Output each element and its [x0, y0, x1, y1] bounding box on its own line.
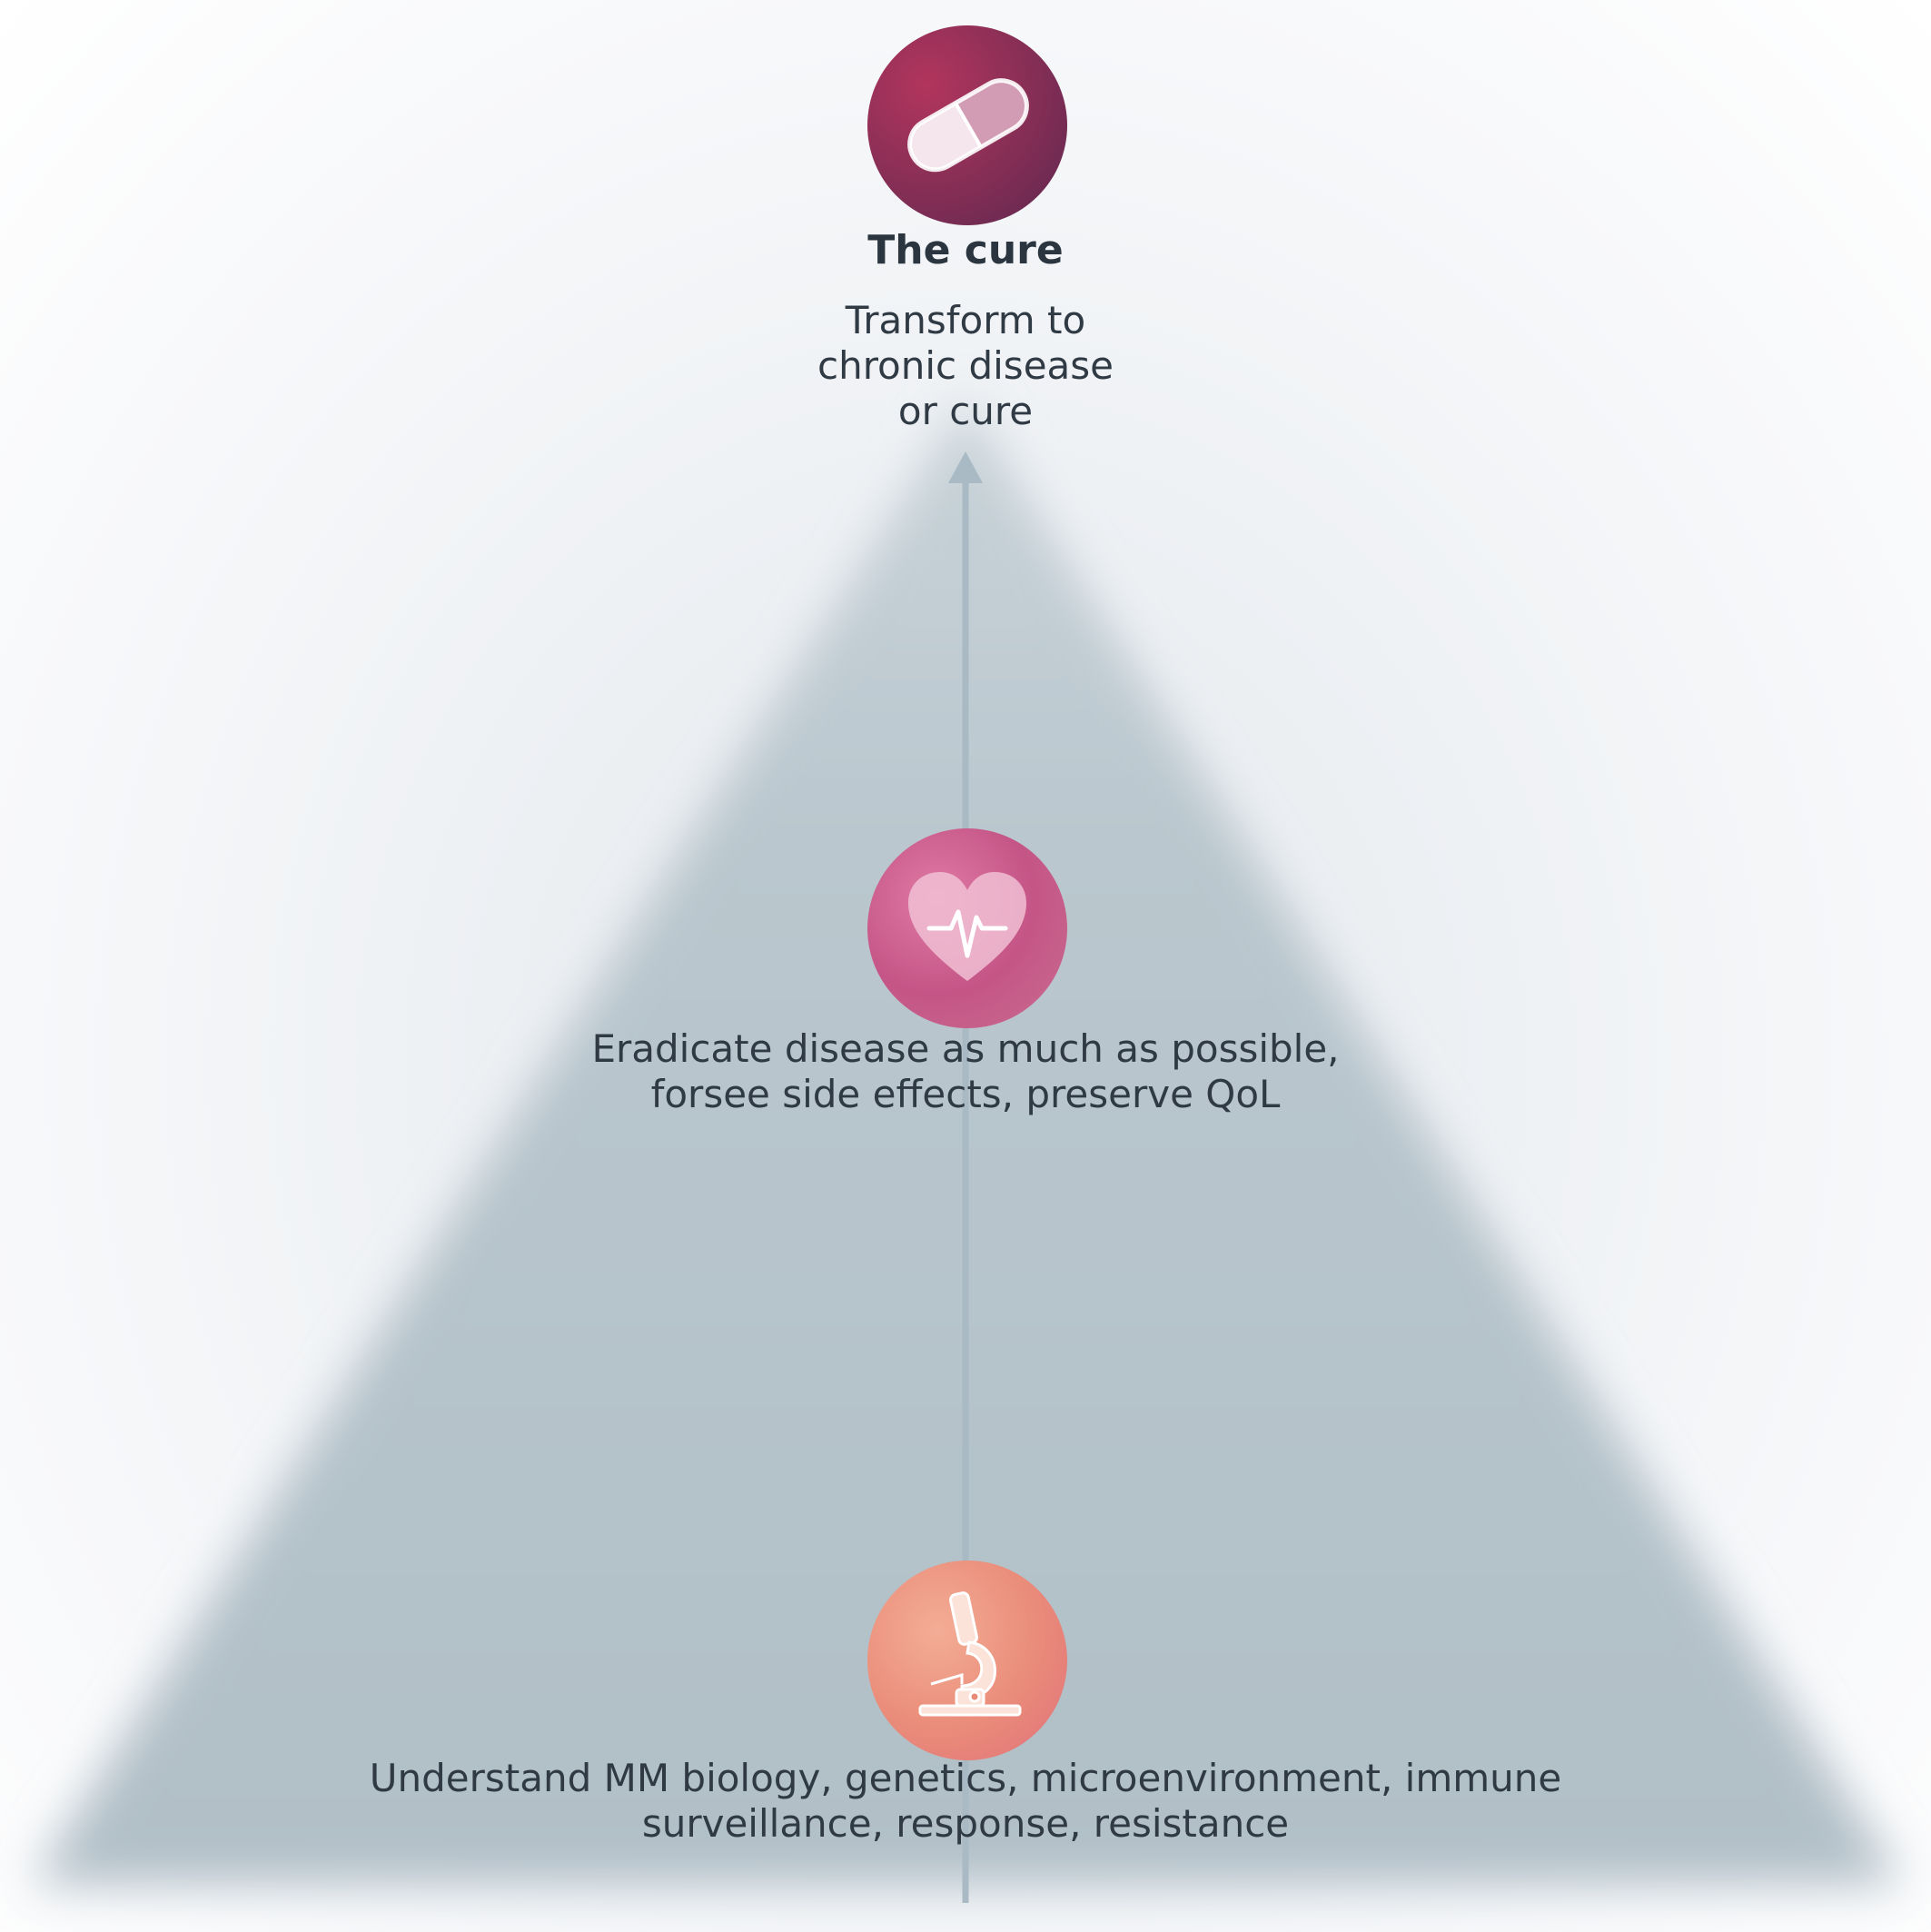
middle-description: Eradicate disease as much as possible, f… [0, 1026, 1931, 1117]
bottom-description: Understand MM biology, genetics, microen… [0, 1756, 1931, 1847]
capsule-icon [867, 25, 1067, 225]
top-description: Transform to chronic disease or cure [0, 298, 1931, 434]
progress-arrow-head [948, 451, 983, 483]
top-description-line: or cure [897, 389, 1034, 433]
middle-description-line: Eradicate disease as much as possible, [591, 1026, 1340, 1071]
heart-pulse-icon [867, 828, 1067, 1028]
top-title: The cure [867, 227, 1064, 273]
top-description-line: chronic disease [817, 343, 1114, 388]
bottom-description-line: Understand MM biology, genetics, microen… [369, 1756, 1562, 1800]
bottom-description-line: surveillance, response, resistance [641, 1801, 1290, 1846]
top-description-line: Transform to [845, 298, 1086, 342]
microscope-icon [867, 1560, 1067, 1760]
middle-description-line: forsee side effects, preserve QoL [650, 1072, 1281, 1116]
